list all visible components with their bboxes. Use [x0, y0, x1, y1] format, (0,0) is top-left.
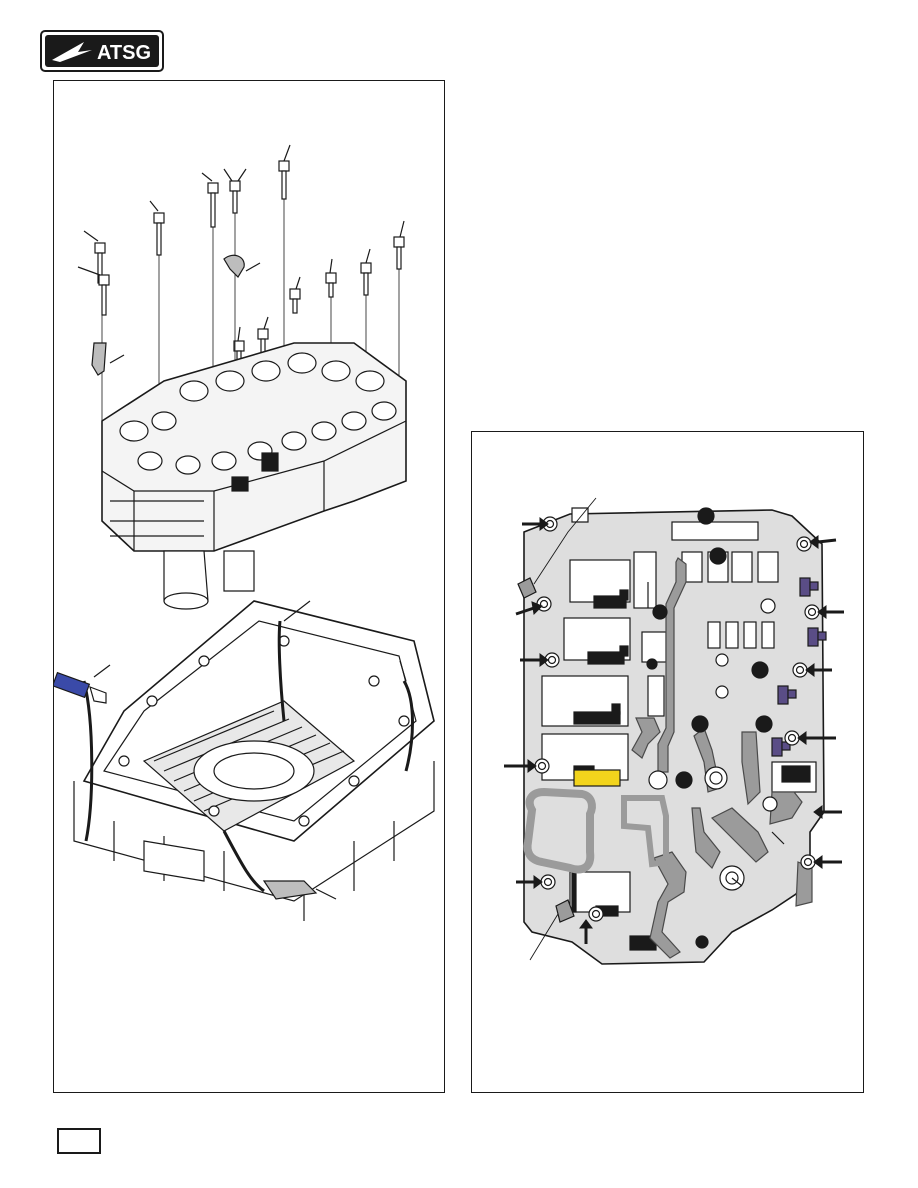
- atsg-wing-logo-icon: ATSG: [40, 30, 164, 72]
- exploded-view-panel: [53, 80, 445, 1093]
- logo-text: ATSG: [97, 42, 151, 64]
- exploded-valve-body-illustration: [54, 144, 435, 921]
- page-number-box: [57, 1128, 101, 1154]
- atsg-logo: ATSG: [40, 30, 164, 72]
- separator-plate-panel: [471, 431, 864, 1093]
- valve-body-plate-illustration: [504, 497, 844, 965]
- bolt-group: [94, 160, 405, 364]
